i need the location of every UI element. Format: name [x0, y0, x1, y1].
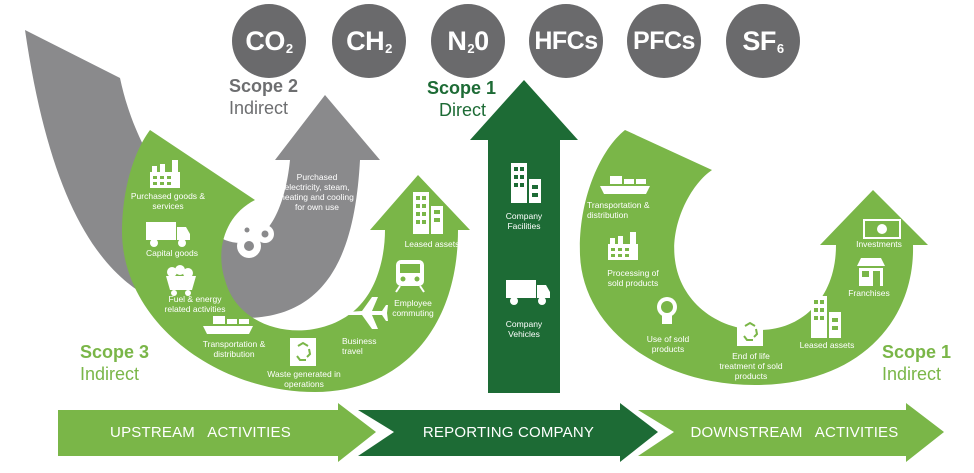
gas-ch2-sub: 2: [385, 40, 392, 56]
gas-hfcs-label: HFCs: [534, 26, 598, 55]
company-building-icon: [511, 163, 541, 203]
reporting-band: [358, 403, 658, 462]
employee-commuting-label: Employee commuting: [392, 298, 434, 318]
company-facilities-label: Company Facilities: [505, 211, 543, 231]
scope2-subheading: Indirect: [229, 98, 289, 118]
use-of-products-label: Use of sold products: [646, 334, 690, 354]
business-travel-label: Business travel: [342, 336, 377, 356]
company-truck-icon: [506, 280, 550, 305]
downstream-band: [638, 403, 944, 462]
scope1-center-heading: Scope 1: [427, 78, 497, 98]
scope2-title: Scope 2 Indirect: [229, 75, 298, 119]
upstream-leased-assets-label: Leased assets: [404, 239, 460, 249]
investments-label: Investments: [856, 239, 902, 249]
gas-pfcs-label: PFCs: [633, 26, 695, 55]
gas-hfcs-badge: HFCs: [529, 4, 603, 78]
gas-n20-sub: 2: [467, 40, 475, 56]
gas-n20-tail: 0: [474, 25, 489, 56]
reporting-band-label: REPORTING COMPANY: [422, 424, 595, 441]
scope1-right-title: Scope 1 Indirect: [882, 341, 951, 385]
scope1-center-subheading: Direct: [439, 100, 487, 120]
cargo-ship-icon: [203, 316, 253, 334]
scope1-arrow: [470, 80, 578, 393]
airplane-icon: [332, 297, 388, 329]
waste-label: Waste generated in operations: [267, 369, 341, 389]
processing-label: Processing of sold products: [607, 268, 659, 288]
scope2-heading: Scope 2: [229, 76, 299, 96]
recycle-bin-icon: [290, 338, 316, 366]
upstream-transport-label: Transportation & distribution: [202, 339, 266, 359]
leased-building-icon: [811, 296, 841, 338]
factory-icon: [150, 160, 180, 188]
fuel-energy-label: Fuel & energy related activities: [164, 294, 226, 314]
gears-icon: [237, 223, 274, 258]
truck-icon: [146, 222, 190, 247]
scope2-purchased-energy-label: Purchased electricity, steam, heating an…: [280, 172, 354, 212]
end-of-life-label: End of life treatment of sold products: [719, 351, 783, 381]
downstream-ship-icon: [600, 176, 650, 194]
scope2-arrow: [25, 30, 380, 319]
end-of-life-bin-icon: [737, 318, 763, 346]
gas-sf6-base: SF: [742, 25, 776, 56]
coal-cart-icon: [166, 265, 196, 296]
gas-co2-sub: 2: [285, 40, 293, 56]
gas-co2-base: CO: [245, 25, 285, 56]
downstream-transport-label: Transportation & distribution: [587, 200, 650, 220]
company-vehicles-label: Company Vehicles: [505, 319, 543, 339]
light-bulb-icon: [657, 297, 677, 324]
purchased-goods-label: Purchased goods & services: [130, 191, 206, 211]
scope1-right-subheading: Indirect: [882, 364, 942, 384]
franchises-label: Franchises: [848, 288, 890, 298]
downstream-leased-assets-label: Leased assets: [799, 340, 855, 350]
downstream-band-label: DOWNSTREAM ACTIVITIES: [690, 424, 899, 441]
scope1-center-title: Scope 1 Direct: [427, 77, 496, 121]
upstream-band-label: UPSTREAM ACTIVITIES: [110, 424, 291, 441]
building-icon: [413, 192, 443, 234]
scope1-right-heading: Scope 1: [882, 342, 952, 362]
gas-sf6-sub: 6: [776, 40, 784, 56]
capital-goods-label: Capital goods: [146, 248, 198, 258]
gas-pfcs-badge: PFCs: [627, 4, 701, 78]
storefront-icon: [857, 258, 885, 286]
gas-n20-base: N: [447, 25, 467, 56]
scope3-subheading: Indirect: [80, 364, 140, 384]
scope3-title: Scope 3 Indirect: [80, 341, 149, 385]
scope3-heading: Scope 3: [80, 342, 150, 362]
banknote-icon: [863, 219, 901, 239]
upstream-band: [58, 403, 376, 462]
processing-factory-icon: [608, 232, 638, 260]
gas-ch2-base: CH: [346, 25, 385, 56]
train-icon: [395, 260, 425, 293]
